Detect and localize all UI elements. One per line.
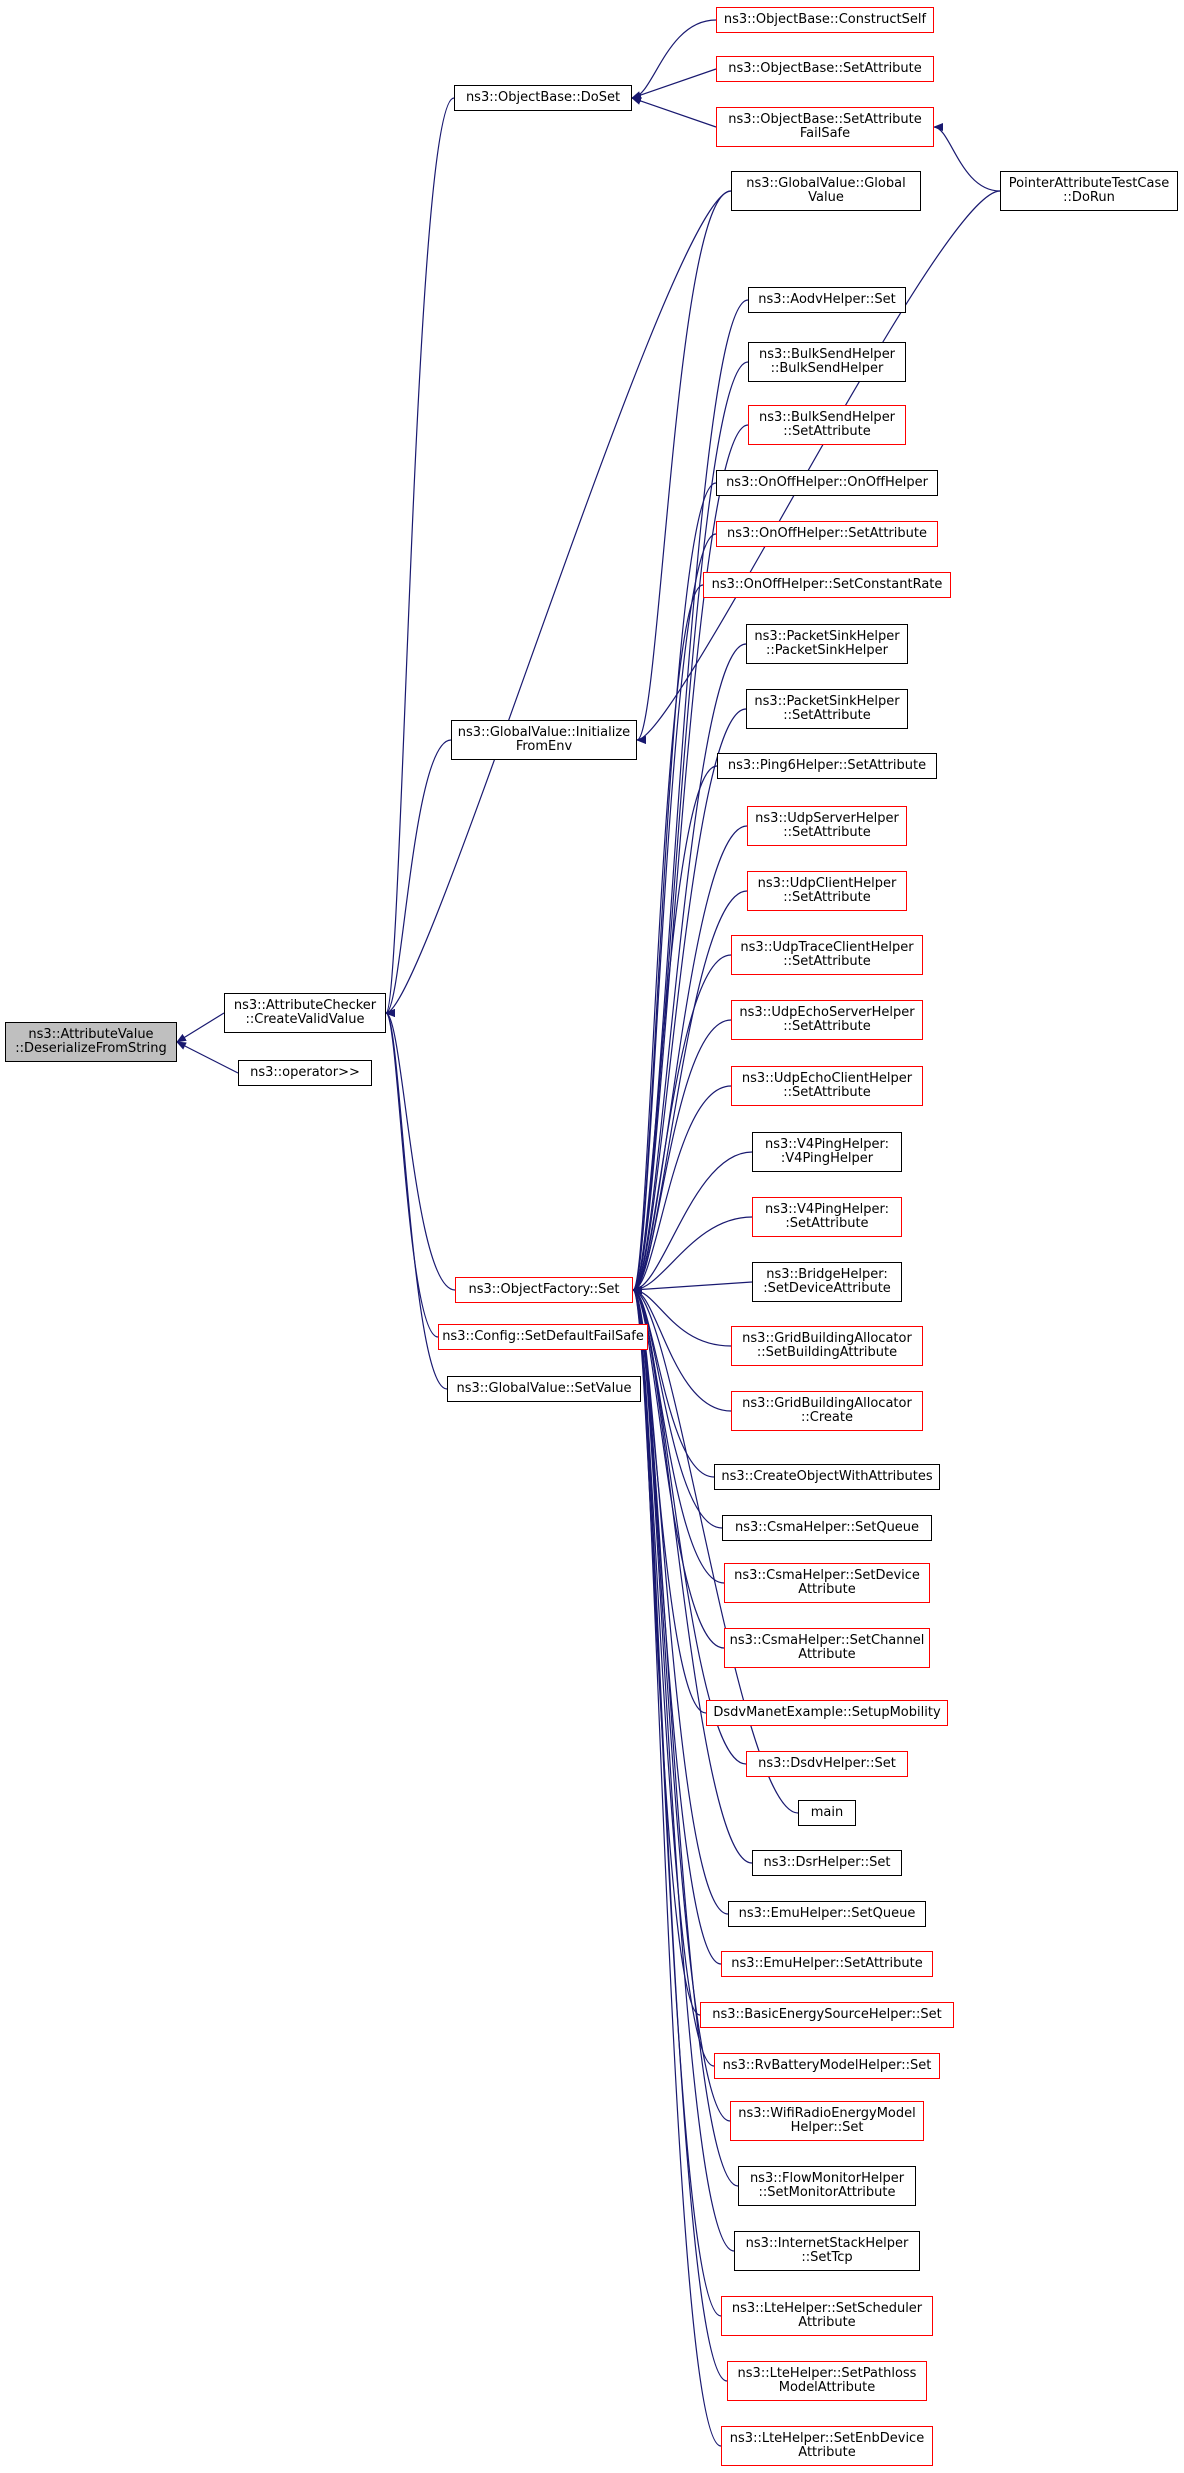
node-ns3-ping6helper-setattribute[interactable]: ns3::Ping6Helper::SetAttribute [717, 753, 937, 779]
edge-cfgsdf-to-acv [385, 1009, 439, 1338]
node-ns3-emuhelper-setattribute[interactable]: ns3::EmuHelper::SetAttribute [721, 1951, 933, 1977]
edge-c19-to-ofset [632, 1286, 732, 1412]
node-ns3-gridbuildingallocator-create[interactable]: ns3::GridBuildingAllocator ::Create [731, 1391, 923, 1431]
node-ns3-attributechecker-createvalidvalue[interactable]: ns3::AttributeChecker ::CreateValidValue [224, 993, 386, 1033]
node-ns3-objectbase-constructself[interactable]: ns3::ObjectBase::ConstructSelf [716, 7, 934, 33]
node-ns3-udpechoclienthelper-setattribute[interactable]: ns3::UdpEchoClientHelper ::SetAttribute [731, 1066, 923, 1106]
edge-c7-to-ofset [632, 643, 747, 1294]
node-ns3-wifiradioenergymodel-helper-set[interactable]: ns3::WifiRadioEnergyModel Helper::Set [730, 2101, 924, 2141]
node-ns3-udptraceclienthelper-setattribute[interactable]: ns3::UdpTraceClientHelper ::SetAttribute [731, 935, 923, 975]
edge-c37-to-ofset [632, 1286, 722, 2447]
edge-obsa-to-doset [631, 68, 717, 99]
edge-c6-to-ofset [632, 584, 704, 1294]
node-ns3-objectbase-setattribute[interactable]: ns3::ObjectBase::SetAttribute [716, 56, 934, 82]
edge-c14-to-ofset [632, 1085, 732, 1294]
node-ns3-gridbuildingallocator-setbuildingattribute[interactable]: ns3::GridBuildingAllocator ::SetBuilding… [731, 1326, 923, 1366]
node-ns3-attributevalue-deserializefromstring: ns3::AttributeValue ::DeserializeFromStr… [5, 1022, 177, 1062]
node-ns3-dsrhelper-set[interactable]: ns3::DsrHelper::Set [752, 1850, 902, 1876]
edge-c26-to-ofset [632, 1286, 799, 1814]
node-ns3-basicenergysourcehelper-set[interactable]: ns3::BasicEnergySourceHelper::Set [700, 2002, 954, 2028]
edge-c16-to-ofset [632, 1216, 753, 1294]
edge-c13-to-ofset [632, 1019, 732, 1294]
node-ns3-onoffhelper-onoffhelper[interactable]: ns3::OnOffHelper::OnOffHelper [716, 470, 938, 496]
node-ns3-packetsinkhelper-packetsinkhelper[interactable]: ns3::PacketSinkHelper ::PacketSinkHelper [746, 624, 908, 664]
node-ns3-csmahelper-setchannel-attribute[interactable]: ns3::CsmaHelper::SetChannel Attribute [724, 1628, 930, 1668]
edge-c23-to-ofset [632, 1286, 725, 1649]
edge-c36-to-ofset [632, 1286, 728, 2382]
node-ns3-udpechoserverhelper-setattribute[interactable]: ns3::UdpEchoServerHelper ::SetAttribute [731, 1000, 923, 1040]
node-dsdvmanetexample-setupmobility[interactable]: DsdvManetExample::SetupMobility [706, 1700, 948, 1726]
node-ns3-ltehelper-setpathloss-modelattribute[interactable]: ns3::LteHelper::SetPathloss ModelAttribu… [727, 2361, 927, 2401]
node-ns3-operator[interactable]: ns3::operator>> [238, 1060, 372, 1086]
node-pointerattributetestcase-dorun[interactable]: PointerAttributeTestCase ::DoRun [1000, 171, 1178, 211]
edge-obcs-to-doset [631, 19, 717, 102]
node-ns3-csmahelper-setqueue[interactable]: ns3::CsmaHelper::SetQueue [722, 1515, 932, 1541]
node-ns3-ltehelper-setenbdevice-attribute[interactable]: ns3::LteHelper::SetEnbDevice Attribute [721, 2426, 933, 2466]
node-ns3-globalvalue-setvalue[interactable]: ns3::GlobalValue::SetValue [447, 1376, 641, 1402]
node-ns3-udpserverhelper-setattribute[interactable]: ns3::UdpServerHelper ::SetAttribute [747, 806, 907, 846]
edge-patc-to-obsafs [933, 123, 1001, 192]
edge-patc-to-gvinit [636, 190, 1001, 744]
node-ns3-objectbase-doset[interactable]: ns3::ObjectBase::DoSet [454, 85, 632, 111]
node-ns3-v4pinghelper-v4pinghelper[interactable]: ns3::V4PingHelper: :V4PingHelper [752, 1132, 902, 1172]
edge-c15-to-ofset [632, 1151, 753, 1294]
node-ns3-emuhelper-setqueue[interactable]: ns3::EmuHelper::SetQueue [728, 1901, 926, 1927]
node-ns3-globalvalue-initialize-fromenv[interactable]: ns3::GlobalValue::Initialize FromEnv [451, 720, 637, 760]
node-ns3-onoffhelper-setconstantrate[interactable]: ns3::OnOffHelper::SetConstantRate [703, 572, 951, 598]
edge-c9-to-ofset [632, 765, 718, 1294]
node-ns3-flowmonitorhelper-setmonitorattribute[interactable]: ns3::FlowMonitorHelper ::SetMonitorAttri… [738, 2166, 916, 2206]
node-ns3-createobjectwithattributes[interactable]: ns3::CreateObjectWithAttributes [714, 1464, 940, 1490]
edge-gvgv-to-gvinit [636, 190, 732, 744]
node-ns3-bulksendhelper-setattribute[interactable]: ns3::BulkSendHelper ::SetAttribute [748, 405, 906, 445]
node-main[interactable]: main [798, 1800, 856, 1826]
edge-c8-to-ofset [632, 708, 747, 1294]
node-ns3-bridgehelper-setdeviceattribute[interactable]: ns3::BridgeHelper: :SetDeviceAttribute [752, 1262, 902, 1302]
edge-c5-to-ofset [632, 533, 717, 1294]
node-ns3-csmahelper-setdevice-attribute[interactable]: ns3::CsmaHelper::SetDevice Attribute [724, 1563, 930, 1603]
node-ns3-objectbase-setattribute-failsafe[interactable]: ns3::ObjectBase::SetAttribute FailSafe [716, 107, 934, 147]
edge-gvsv-to-acv [385, 1009, 448, 1390]
edge-acv-to-root [176, 1012, 225, 1043]
node-ns3-internetstackhelper-settcp[interactable]: ns3::InternetStackHelper ::SetTcp [734, 2231, 920, 2271]
node-ns3-packetsinkhelper-setattribute[interactable]: ns3::PacketSinkHelper ::SetAttribute [746, 689, 908, 729]
node-ns3-ltehelper-setscheduler-attribute[interactable]: ns3::LteHelper::SetScheduler Attribute [721, 2296, 933, 2336]
edge-c17-to-ofset [632, 1281, 753, 1294]
node-ns3-aodvhelper-set[interactable]: ns3::AodvHelper::Set [748, 287, 906, 313]
node-ns3-udpclienthelper-setattribute[interactable]: ns3::UdpClientHelper ::SetAttribute [747, 871, 907, 911]
edge-c2-to-ofset [632, 361, 749, 1294]
edge-gvgv-to-acv [385, 190, 732, 1017]
node-ns3-v4pinghelper-setattribute[interactable]: ns3::V4PingHelper: :SetAttribute [752, 1197, 902, 1237]
node-ns3-bulksendhelper-bulksendhelper[interactable]: ns3::BulkSendHelper ::BulkSendHelper [748, 342, 906, 382]
node-ns3-dsdvhelper-set[interactable]: ns3::DsdvHelper::Set [746, 1751, 908, 1777]
node-ns3-globalvalue-global-value[interactable]: ns3::GlobalValue::Global Value [731, 171, 921, 211]
edge-gvinit-to-acv [385, 739, 452, 1017]
edge-opgt-to-root [176, 1041, 239, 1074]
edge-ofset-to-acv [385, 1009, 456, 1291]
node-ns3-rvbatterymodelhelper-set[interactable]: ns3::RvBatteryModelHelper::Set [714, 2053, 940, 2079]
node-ns3-onoffhelper-setattribute[interactable]: ns3::OnOffHelper::SetAttribute [716, 521, 938, 547]
edge-c27-to-ofset [632, 1286, 753, 1864]
edge-c12-to-ofset [632, 954, 732, 1294]
edge-doset-to-acv [385, 97, 455, 1017]
edge-obsafs-to-doset [631, 97, 717, 128]
node-ns3-objectfactory-set[interactable]: ns3::ObjectFactory::Set [455, 1277, 633, 1303]
node-ns3-config-setdefaultfailsafe[interactable]: ns3::Config::SetDefaultFailSafe [438, 1324, 648, 1350]
